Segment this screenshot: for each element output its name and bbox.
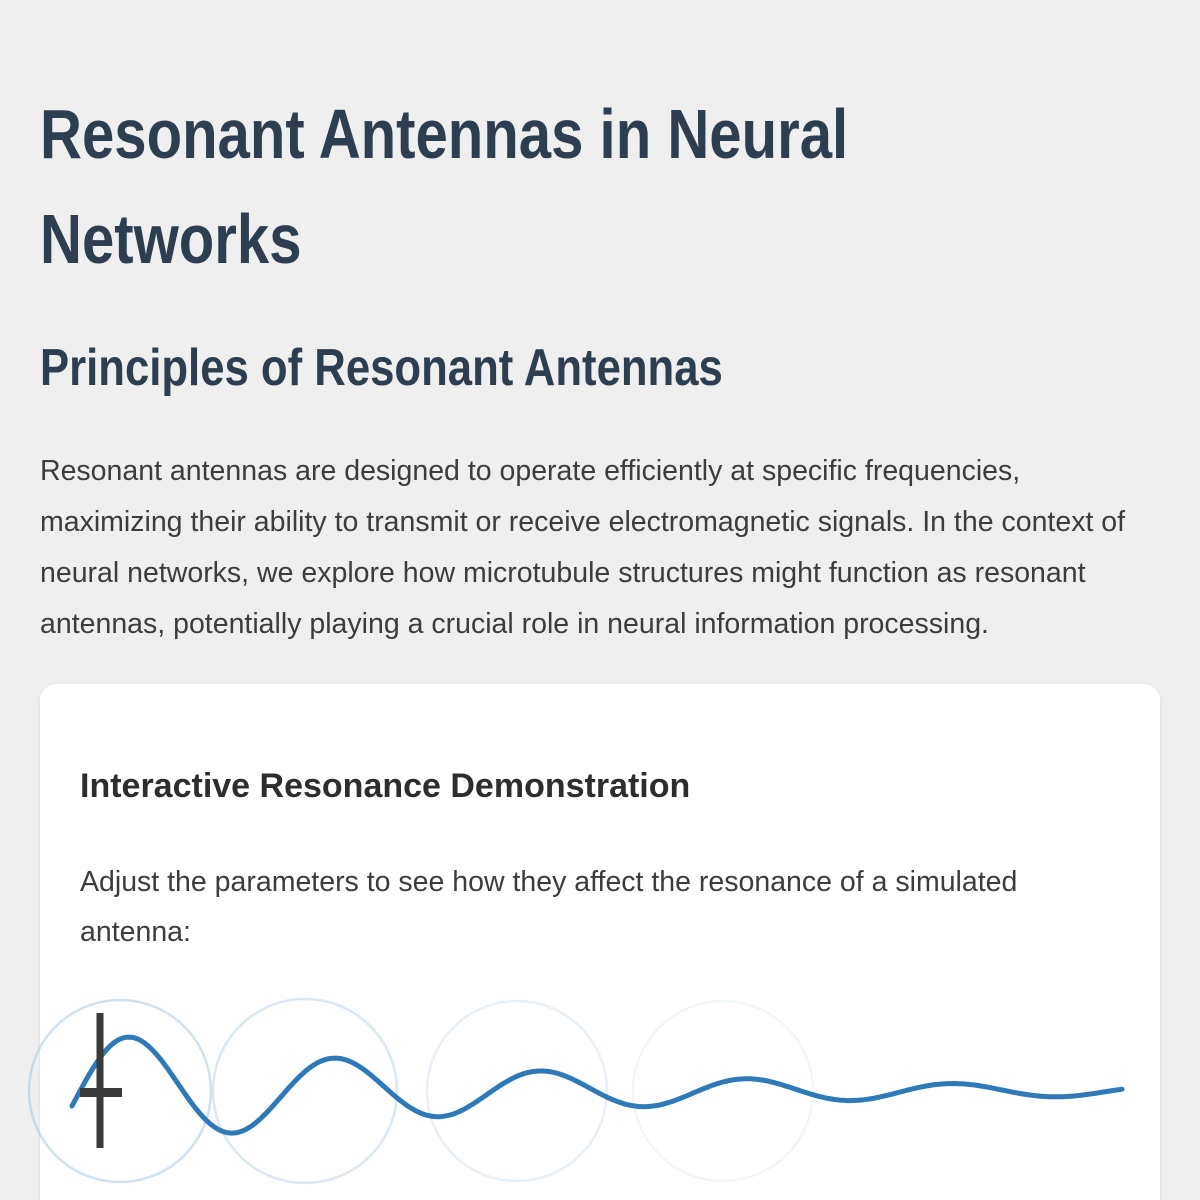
resonance-chart — [27, 997, 1125, 1185]
antenna-crossbar — [80, 1088, 122, 1097]
article: Resonant Antennas in Neural Networks Pri… — [0, 82, 1200, 1200]
ripple-circle — [27, 998, 213, 1184]
antenna-rod — [96, 1013, 104, 1148]
ripple-circle — [631, 999, 815, 1183]
ripple-circle — [425, 999, 609, 1183]
demo-card-heading: Interactive Resonance Demonstration — [80, 767, 691, 805]
demo-instruction: Adjust the parameters to see how they af… — [80, 866, 1018, 948]
ripple-circle — [211, 997, 399, 1185]
intro-paragraph: Resonant antennas are designed to operat… — [40, 455, 1126, 640]
section-heading: Principles of Resonant Antennas — [40, 339, 723, 397]
page-title: Resonant Antennas in Neural Networks — [40, 95, 849, 278]
resonance-chart-area — [27, 978, 1125, 1185]
resonance-wave-path — [69, 1034, 1125, 1136]
demo-card: Interactive Resonance Demonstration Adju… — [27, 684, 1160, 1200]
